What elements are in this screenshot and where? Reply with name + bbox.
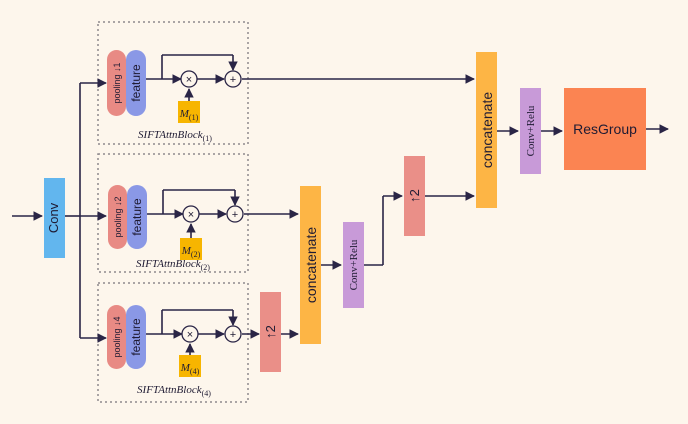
pooling-node bbox=[108, 185, 127, 249]
attention-map bbox=[179, 355, 201, 377]
multiply-operator bbox=[182, 205, 200, 223]
sift-attn-block-1-frame bbox=[97, 21, 249, 145]
attention-map-label: M(4) bbox=[180, 362, 200, 376]
conv-block: Conv bbox=[44, 178, 65, 258]
attention-map bbox=[178, 101, 200, 123]
block-caption: SIFTAttnBlock(2) bbox=[136, 258, 210, 272]
sift-attn-block-1: pooling ↓1 feature × + M(1) SIFTAttnBloc… bbox=[107, 50, 242, 143]
add-symbol: + bbox=[230, 329, 236, 341]
feature-node bbox=[127, 185, 147, 249]
attention-map bbox=[180, 238, 202, 260]
conv-relu-upper-block: Conv+Relu bbox=[520, 88, 541, 174]
pooling-label: pooling ↓4 bbox=[112, 316, 122, 357]
conv-label: Conv bbox=[46, 202, 61, 233]
concatenate-upper-label: concatenate bbox=[479, 92, 495, 168]
resgroup-block: ResGroup bbox=[564, 88, 646, 170]
multiply-symbol: × bbox=[187, 329, 193, 341]
concatenate-upper-block: concatenate bbox=[476, 52, 497, 208]
block-caption: SIFTAttnBlock(4) bbox=[137, 384, 211, 398]
sift-attn-block-3: pooling ↓4 feature × + M(4) SIFTAttnBloc… bbox=[107, 305, 242, 398]
conv-relu-upper-label: Conv+Relu bbox=[525, 105, 537, 156]
connectors bbox=[12, 54, 669, 357]
attention-map-label: M(1) bbox=[179, 108, 199, 122]
add-operator bbox=[224, 325, 242, 343]
multiply-operator bbox=[181, 325, 199, 343]
add-symbol: + bbox=[230, 74, 236, 86]
concatenate-lower-label: concatenate bbox=[303, 227, 319, 303]
resgroup-label: ResGroup bbox=[573, 121, 637, 137]
multiply-operator bbox=[180, 70, 198, 88]
conv-relu-lower-block: Conv+Relu bbox=[343, 222, 364, 308]
add-operator bbox=[226, 205, 244, 223]
attention-map-label: M(2) bbox=[181, 245, 201, 259]
sift-attn-block-2: pooling ↓2 feature × + M(2) SIFTAttnBloc… bbox=[108, 185, 244, 272]
pooling-node bbox=[107, 50, 126, 116]
feature-label: feature bbox=[129, 318, 143, 356]
block-caption: SIFTAttnBlock(1) bbox=[138, 129, 212, 143]
add-operator bbox=[224, 70, 242, 88]
feature-label: feature bbox=[129, 64, 143, 102]
pooling-label: pooling ↓2 bbox=[113, 196, 123, 237]
upsample-bottom-label: ↑2 bbox=[263, 325, 278, 339]
feature-node bbox=[126, 50, 146, 116]
pooling-node bbox=[107, 305, 126, 369]
multiply-symbol: × bbox=[186, 74, 192, 86]
multiply-symbol: × bbox=[188, 209, 194, 221]
concatenate-lower-block: concatenate bbox=[300, 186, 321, 344]
feature-node bbox=[126, 305, 146, 369]
add-symbol: + bbox=[232, 209, 238, 221]
upsample-mid-label: ↑2 bbox=[407, 189, 422, 203]
sift-attn-block-3-frame bbox=[97, 282, 249, 403]
upsample-bottom-block: ↑2 bbox=[260, 292, 281, 372]
upsample-mid-block: ↑2 bbox=[404, 156, 425, 236]
feature-label: feature bbox=[130, 198, 144, 236]
conv-relu-lower-label: Conv+Relu bbox=[348, 239, 360, 290]
pooling-label: pooling ↓1 bbox=[112, 62, 122, 103]
